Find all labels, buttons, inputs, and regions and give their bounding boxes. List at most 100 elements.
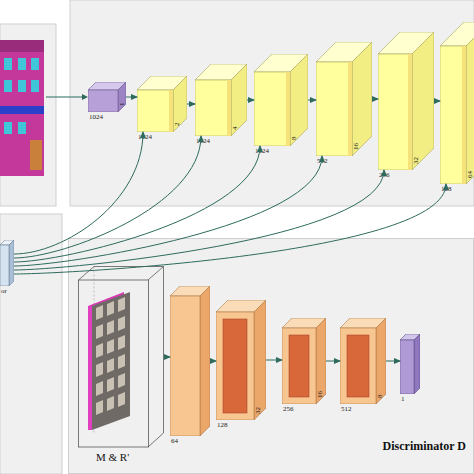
channel-count: 256 xyxy=(379,172,390,179)
feature-block: 64 xyxy=(170,286,210,436)
facade-window xyxy=(118,392,125,407)
encoder-panel xyxy=(0,214,62,474)
block-stripe xyxy=(462,46,466,184)
facade-window xyxy=(107,358,114,373)
block-front xyxy=(170,296,200,436)
connector-arrow xyxy=(14,156,322,266)
block-side xyxy=(352,42,372,156)
input-arrow xyxy=(46,96,84,97)
block-front xyxy=(282,328,316,404)
spatial-size: 4 xyxy=(232,127,239,131)
input-volume xyxy=(78,266,164,448)
connector-arrow xyxy=(14,184,446,274)
channel-count: 1024 xyxy=(89,114,103,121)
block-side xyxy=(9,240,14,286)
connector-arrow xyxy=(372,99,378,100)
channel-count: 128 xyxy=(217,422,228,429)
feature-block: 10244 xyxy=(195,64,247,136)
block-side xyxy=(414,334,420,394)
block-stripe xyxy=(227,80,231,136)
spatial-size: 16 xyxy=(317,391,324,398)
connector-arrow xyxy=(386,361,400,362)
feature-block: 51216 xyxy=(316,42,372,156)
connector-arrow xyxy=(164,357,170,358)
block-shape xyxy=(216,300,266,420)
channel-count: 64 xyxy=(171,438,178,445)
block-shape xyxy=(316,42,372,156)
map-background xyxy=(0,40,44,176)
block-kernel xyxy=(347,335,369,397)
facade-window xyxy=(96,381,103,396)
channel-count: 128 xyxy=(441,186,452,193)
connector-arrow xyxy=(187,104,195,105)
block-shape xyxy=(340,318,386,404)
input-label: M & R' xyxy=(96,452,129,463)
spatial-size: 64 xyxy=(467,171,474,178)
channel-count: 256 xyxy=(283,406,294,413)
feature-block: 12864 xyxy=(440,22,474,184)
block-shape xyxy=(88,82,126,112)
map-window xyxy=(4,80,12,92)
facade-window xyxy=(96,362,103,377)
facade-window xyxy=(107,339,114,354)
block-stripe xyxy=(286,72,290,146)
connector-arrow xyxy=(126,97,137,98)
map-window xyxy=(31,80,39,92)
map-window xyxy=(4,58,12,70)
connector-arrow xyxy=(326,361,340,362)
map-door xyxy=(30,140,42,170)
block-stripe xyxy=(169,90,173,132)
connector-arrow xyxy=(434,101,440,102)
map-window xyxy=(31,58,39,70)
block-shape xyxy=(0,240,14,286)
block-front xyxy=(0,245,9,286)
facade-window xyxy=(96,324,103,339)
block-side xyxy=(290,54,308,146)
feature-block: 25616 xyxy=(282,318,326,404)
block-side xyxy=(173,76,187,132)
block-stripe xyxy=(408,54,412,170)
facade-window xyxy=(107,301,114,316)
spatial-size: 1 xyxy=(119,103,126,107)
block-side xyxy=(316,318,326,404)
map-window xyxy=(18,122,26,134)
block-front xyxy=(254,72,290,146)
channel-count: 1024 xyxy=(138,134,152,141)
discriminator-panel: Discriminator DM & R'64128322561651281 xyxy=(68,238,474,474)
input-panel xyxy=(0,24,56,206)
block-side xyxy=(412,32,434,170)
block-shape xyxy=(378,32,434,170)
facade-window xyxy=(118,297,125,312)
connector-arrow xyxy=(14,136,201,258)
connector-arrow xyxy=(266,360,282,361)
map-band xyxy=(0,106,44,114)
block-shape xyxy=(400,334,420,394)
block-front xyxy=(216,312,254,420)
map-window xyxy=(18,80,26,92)
feature-block: 10241 xyxy=(88,82,126,112)
feature-block: or xyxy=(0,240,14,286)
facade-window xyxy=(96,305,103,320)
facade-window xyxy=(107,320,114,335)
facade-window xyxy=(107,396,114,411)
facade-window xyxy=(118,316,125,331)
facade-window xyxy=(118,373,125,388)
volume-edge xyxy=(148,267,164,281)
block-side xyxy=(118,82,126,112)
facade-window xyxy=(96,400,103,415)
feature-block: 12832 xyxy=(216,300,266,420)
feature-block: 10248 xyxy=(254,54,308,146)
map-band xyxy=(0,40,44,52)
connector-arrow xyxy=(14,146,260,262)
block-shape xyxy=(170,286,210,436)
block-front xyxy=(440,46,466,184)
block-side xyxy=(231,64,247,136)
connector-arrow xyxy=(14,170,384,270)
block-side xyxy=(254,300,266,420)
block-front xyxy=(137,90,173,132)
spatial-size: 8 xyxy=(291,137,298,141)
block-side xyxy=(200,286,210,436)
block-shape xyxy=(195,64,247,136)
channel-count: 512 xyxy=(317,158,328,165)
